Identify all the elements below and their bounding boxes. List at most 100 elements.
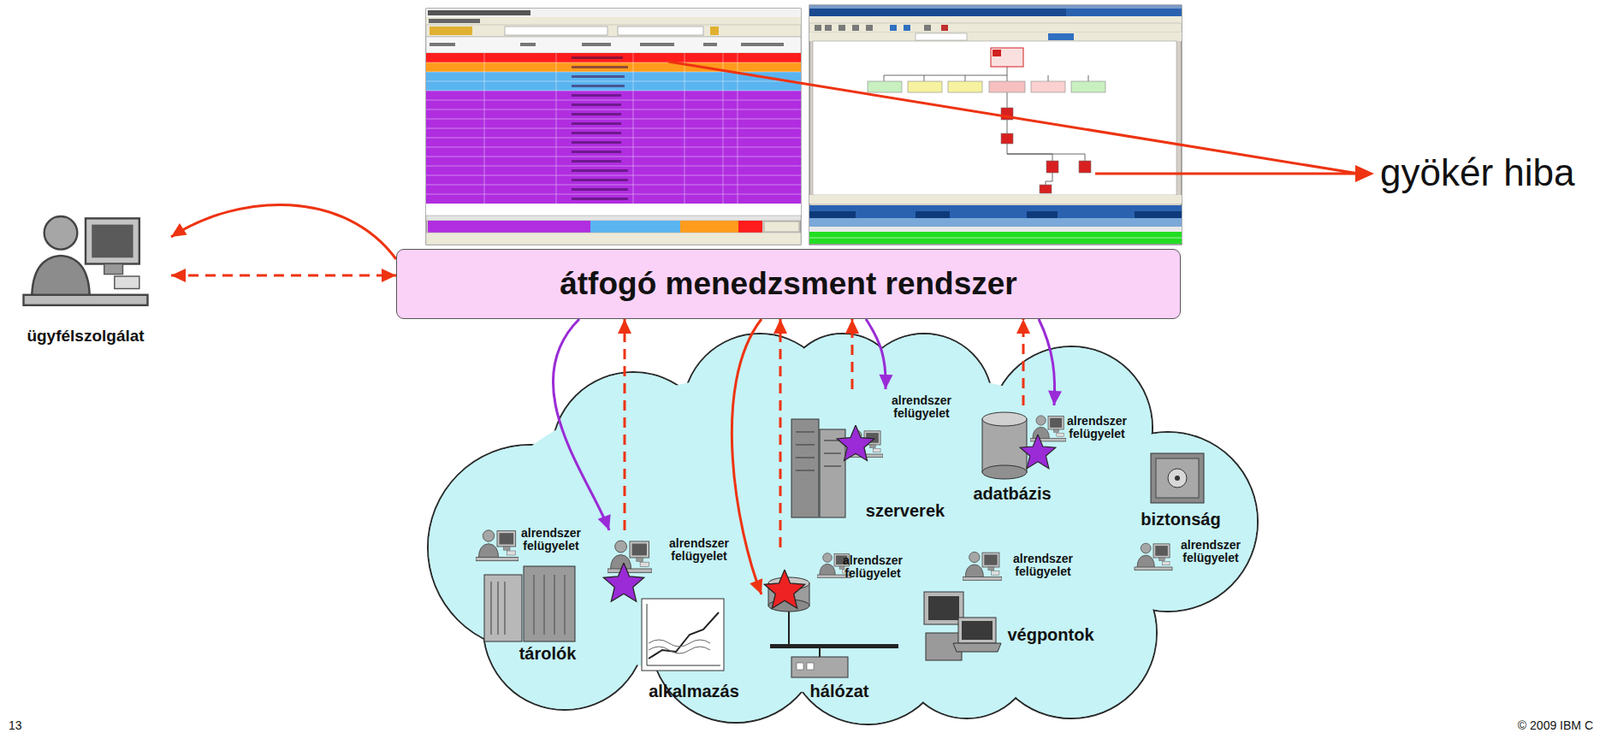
storage-icon bbox=[523, 566, 575, 642]
subsystem-group: alrendszer felügyelethálózat bbox=[761, 547, 912, 706]
service-viewer-screenshot bbox=[809, 16, 1182, 24]
endpoint-icon bbox=[924, 592, 964, 625]
arrowhead bbox=[381, 268, 397, 283]
operator-icon bbox=[23, 216, 149, 306]
arrowhead bbox=[878, 374, 893, 390]
event-list-screenshot bbox=[764, 221, 800, 232]
service-viewer-screenshot bbox=[809, 32, 1182, 42]
event-list-screenshot bbox=[426, 53, 801, 63]
event-list-screenshot bbox=[571, 131, 622, 135]
service-viewer-screenshot bbox=[992, 49, 1002, 57]
service-viewer-screenshot bbox=[809, 5, 1182, 9]
subsystem-group: alrendszer felügyeletalkalmazás bbox=[603, 530, 745, 706]
service-viewer-screenshot bbox=[867, 81, 902, 93]
cloud-region bbox=[427, 333, 1258, 725]
node-text: ügyfélszolgálat bbox=[26, 327, 144, 346]
connector bbox=[731, 319, 763, 595]
service-viewer-screenshot bbox=[883, 66, 1089, 82]
event-list-screenshot bbox=[590, 220, 681, 233]
service-viewer-screenshot bbox=[1057, 211, 1135, 219]
connector-line bbox=[171, 204, 397, 260]
event-list-screenshot bbox=[426, 8, 801, 245]
event-list-screenshot bbox=[429, 42, 784, 47]
service-viewer-screenshot bbox=[838, 24, 846, 31]
service-viewer-screenshot bbox=[809, 237, 1182, 244]
database-icon bbox=[1019, 434, 1056, 469]
connector bbox=[845, 319, 860, 390]
subsystem-group: alrendszer felügyeletadatbázis bbox=[965, 405, 1136, 509]
event-list-screenshot bbox=[504, 26, 608, 36]
event-list-screenshot bbox=[571, 103, 622, 107]
service-viewer-screenshot bbox=[924, 24, 931, 31]
service-viewer-screenshot bbox=[990, 47, 1024, 67]
service-viewer-screenshot bbox=[814, 24, 949, 31]
arrowhead bbox=[1016, 319, 1031, 334]
node-text: alrendszer felügyelet bbox=[1007, 552, 1079, 580]
service-viewer-screenshot bbox=[915, 33, 967, 41]
event-list-screenshot bbox=[571, 141, 622, 144]
root-fault-leader bbox=[668, 61, 1375, 183]
connector-line bbox=[171, 274, 397, 278]
event-list-screenshot bbox=[571, 122, 622, 125]
event-list-screenshot bbox=[640, 42, 675, 47]
event-list-screenshot bbox=[426, 62, 801, 195]
event-list-screenshot bbox=[429, 42, 456, 47]
event-list-screenshot bbox=[617, 26, 704, 36]
service-viewer-screenshot bbox=[809, 5, 1182, 245]
service-viewer-screenshot bbox=[1001, 133, 1014, 144]
cloud-region bbox=[479, 367, 1198, 694]
event-list-screenshot bbox=[520, 42, 536, 47]
service-viewer-screenshot bbox=[814, 24, 822, 31]
endpoint-icon bbox=[958, 617, 996, 644]
event-list-screenshot bbox=[426, 62, 801, 72]
helpdesk-operator: ügyfélszolgálat bbox=[8, 201, 172, 356]
database-icon bbox=[982, 465, 1027, 480]
management-band: átfogó menedzsment rendszer bbox=[396, 248, 1181, 320]
connector bbox=[171, 268, 397, 283]
event-list-screenshot bbox=[429, 26, 473, 36]
subsystem-group: alrendszer felügyeletbiztonság bbox=[1134, 449, 1250, 587]
arrowhead bbox=[617, 319, 632, 334]
event-list-screenshot bbox=[680, 220, 739, 233]
endpoint-icon bbox=[962, 551, 1002, 581]
event-list-screenshot bbox=[426, 215, 801, 221]
event-list-screenshot bbox=[571, 56, 629, 201]
application-icon bbox=[641, 598, 724, 671]
service-viewer-screenshot bbox=[867, 81, 1106, 93]
application-icon bbox=[607, 540, 652, 573]
callout-label: gyökér hiba bbox=[1380, 150, 1575, 196]
database-icon bbox=[1030, 415, 1067, 442]
event-list-screenshot bbox=[571, 150, 622, 154]
subsystem-group: alrendszer felügyelet végpontok bbox=[919, 547, 1102, 668]
event-list-screenshot bbox=[571, 178, 629, 182]
node-text: átfogó menedzsment rendszer bbox=[559, 266, 1018, 303]
endpoint-icon bbox=[928, 596, 960, 621]
endpoint-icon bbox=[961, 621, 993, 640]
safe-icon bbox=[1150, 453, 1204, 504]
node-text: alrendszer felügyelet bbox=[515, 527, 587, 554]
database-icon bbox=[982, 412, 1067, 480]
service-viewer-screenshot bbox=[907, 81, 943, 93]
safe-icon bbox=[1167, 468, 1187, 488]
event-list-screenshot bbox=[426, 8, 801, 18]
connector bbox=[1016, 319, 1031, 406]
event-list-screenshot bbox=[740, 42, 784, 47]
root-fault-leader bbox=[1355, 165, 1375, 183]
event-list-screenshot bbox=[571, 75, 625, 78]
safe-icon bbox=[1174, 475, 1180, 481]
node-text: végpontok bbox=[1007, 625, 1094, 645]
service-viewer-screenshot bbox=[1066, 8, 1182, 17]
node-text: tárolók bbox=[519, 644, 577, 664]
service-viewer-screenshot bbox=[809, 211, 1182, 219]
connector bbox=[865, 319, 893, 390]
event-list-screenshot bbox=[703, 42, 718, 47]
arrowhead bbox=[773, 319, 788, 334]
network-icon bbox=[788, 609, 790, 646]
node-text: szerverek bbox=[865, 501, 945, 521]
network-icon bbox=[818, 648, 821, 658]
database-icon bbox=[982, 419, 1027, 473]
service-viewer-screenshot bbox=[809, 195, 1182, 204]
database-icon bbox=[982, 412, 1027, 427]
arrowhead bbox=[845, 319, 860, 334]
service-viewer-screenshot bbox=[809, 8, 1067, 17]
